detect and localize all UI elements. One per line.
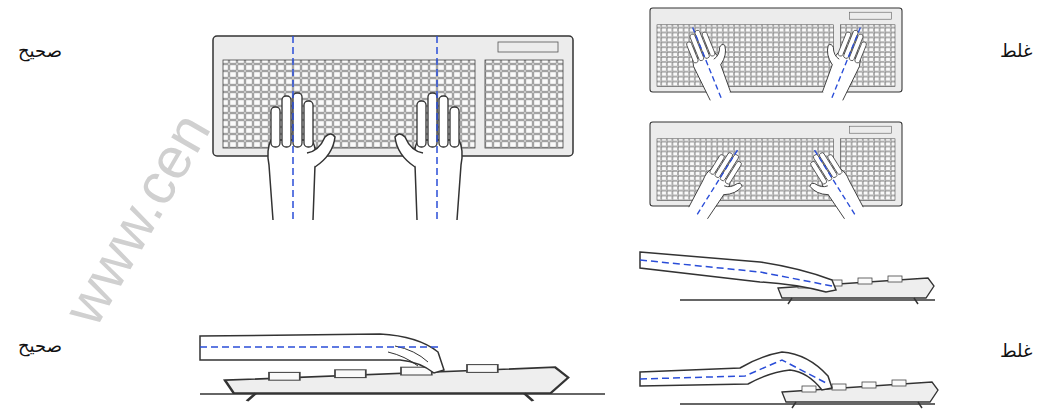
wrong-top-view [650, 8, 902, 104]
wrong-label: غلط [1000, 340, 1032, 361]
wrong-top-view [650, 122, 902, 228]
correct-side-view [200, 334, 605, 401]
wrong-side-view [640, 352, 938, 408]
wrong-side-view [640, 252, 935, 304]
correct-top-view [213, 36, 573, 222]
wrong-label: غلط [1000, 40, 1032, 61]
correct-label: صحيح [18, 335, 62, 356]
correct-label: صحيح [18, 40, 62, 61]
watermark: www.cen [49, 101, 223, 335]
